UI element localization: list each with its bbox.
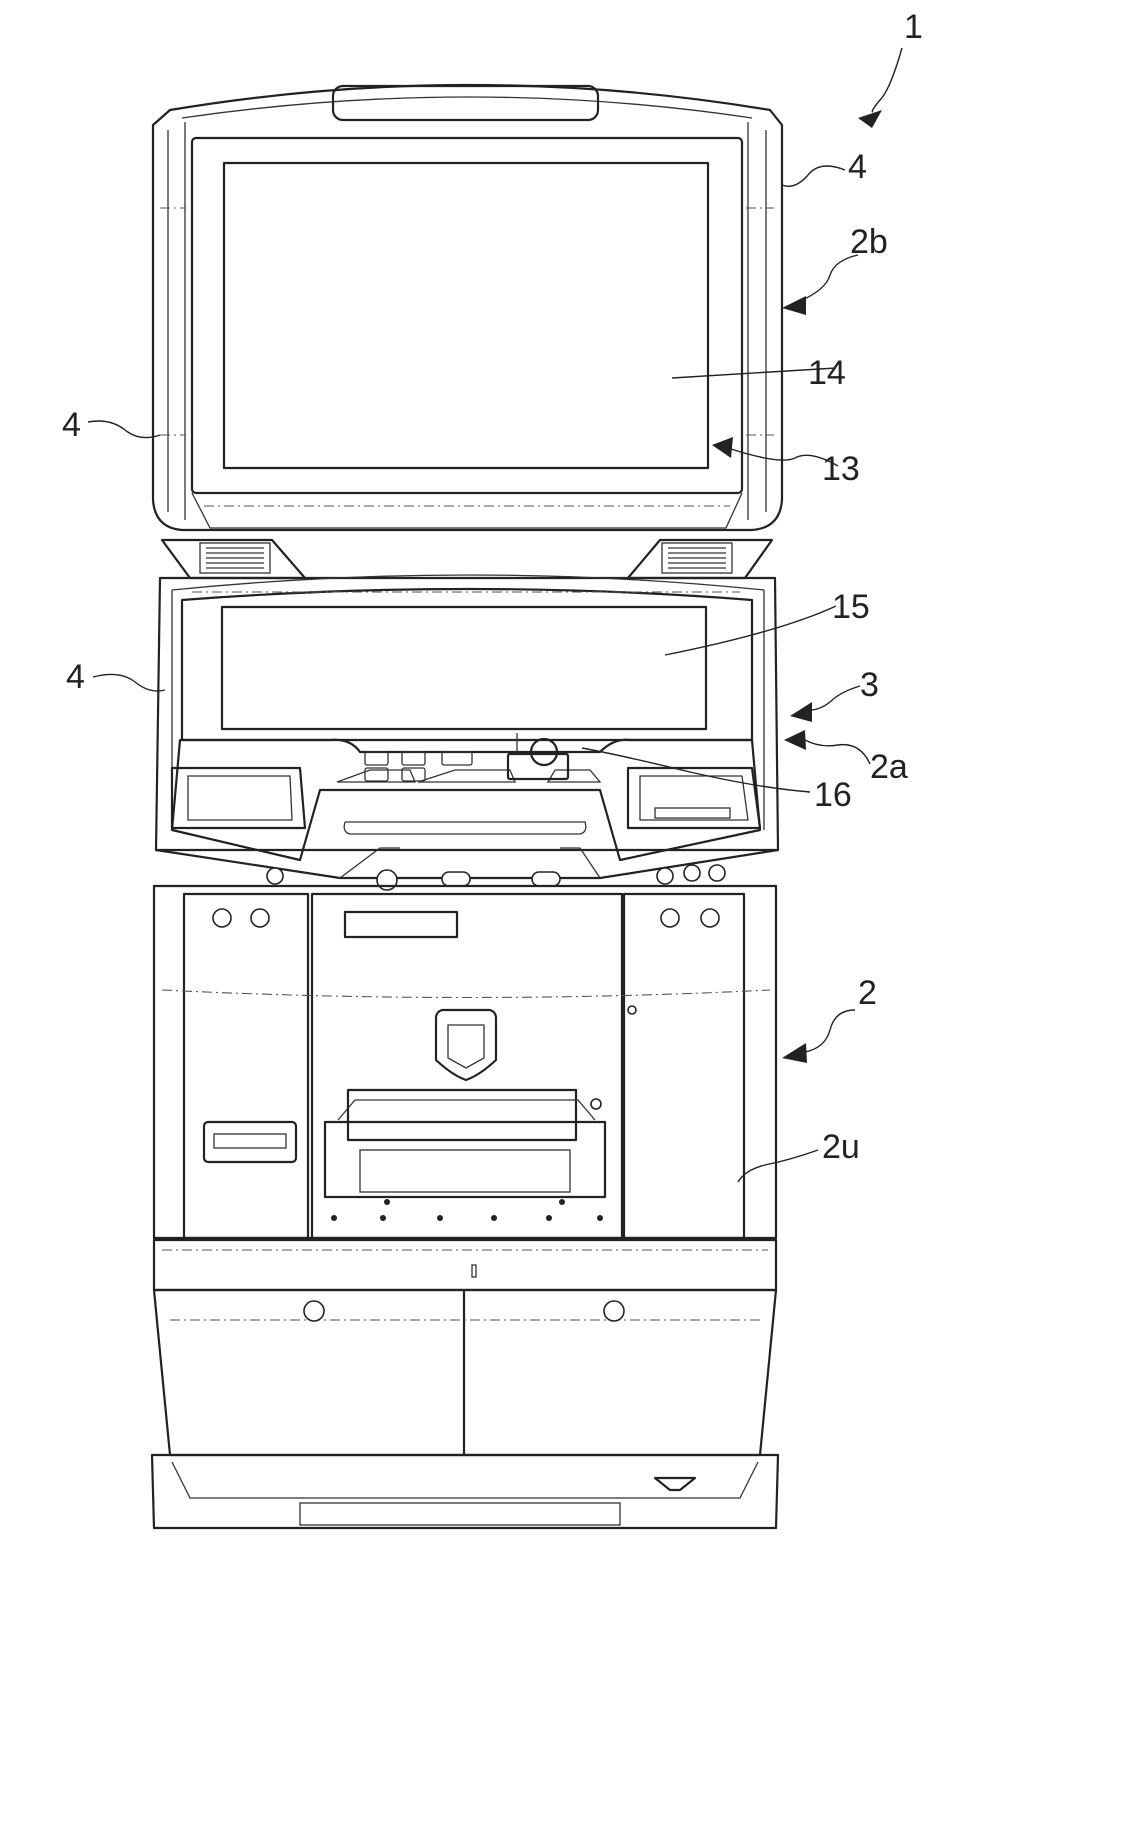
patent-drawing: 1 4 2b 14 4 13 15 4 3 2a 16 2 2u <box>0 0 964 1560</box>
gaming-machine-drawing: 1 4 2b 14 4 13 15 4 3 2a 16 2 2u <box>0 0 964 1560</box>
plinth <box>152 1240 778 1528</box>
label-14: 14 <box>808 354 846 392</box>
label-2u: 2u <box>822 1128 860 1166</box>
label-1: 1 <box>904 8 923 46</box>
label-3: 3 <box>860 666 879 704</box>
label-16: 16 <box>814 776 852 814</box>
label-4-top: 4 <box>848 148 867 186</box>
speaker-grills <box>162 540 772 578</box>
label-13: 13 <box>822 450 860 488</box>
lower-cabinet <box>154 886 776 1238</box>
label-15: 15 <box>832 588 870 626</box>
label-2a: 2a <box>870 748 908 786</box>
upper-housing <box>153 85 782 530</box>
label-4-left-lower: 4 <box>66 658 85 696</box>
middle-section <box>156 575 778 890</box>
label-2: 2 <box>858 974 877 1012</box>
label-2b: 2b <box>850 223 888 261</box>
label-4-left-upper: 4 <box>62 406 81 444</box>
